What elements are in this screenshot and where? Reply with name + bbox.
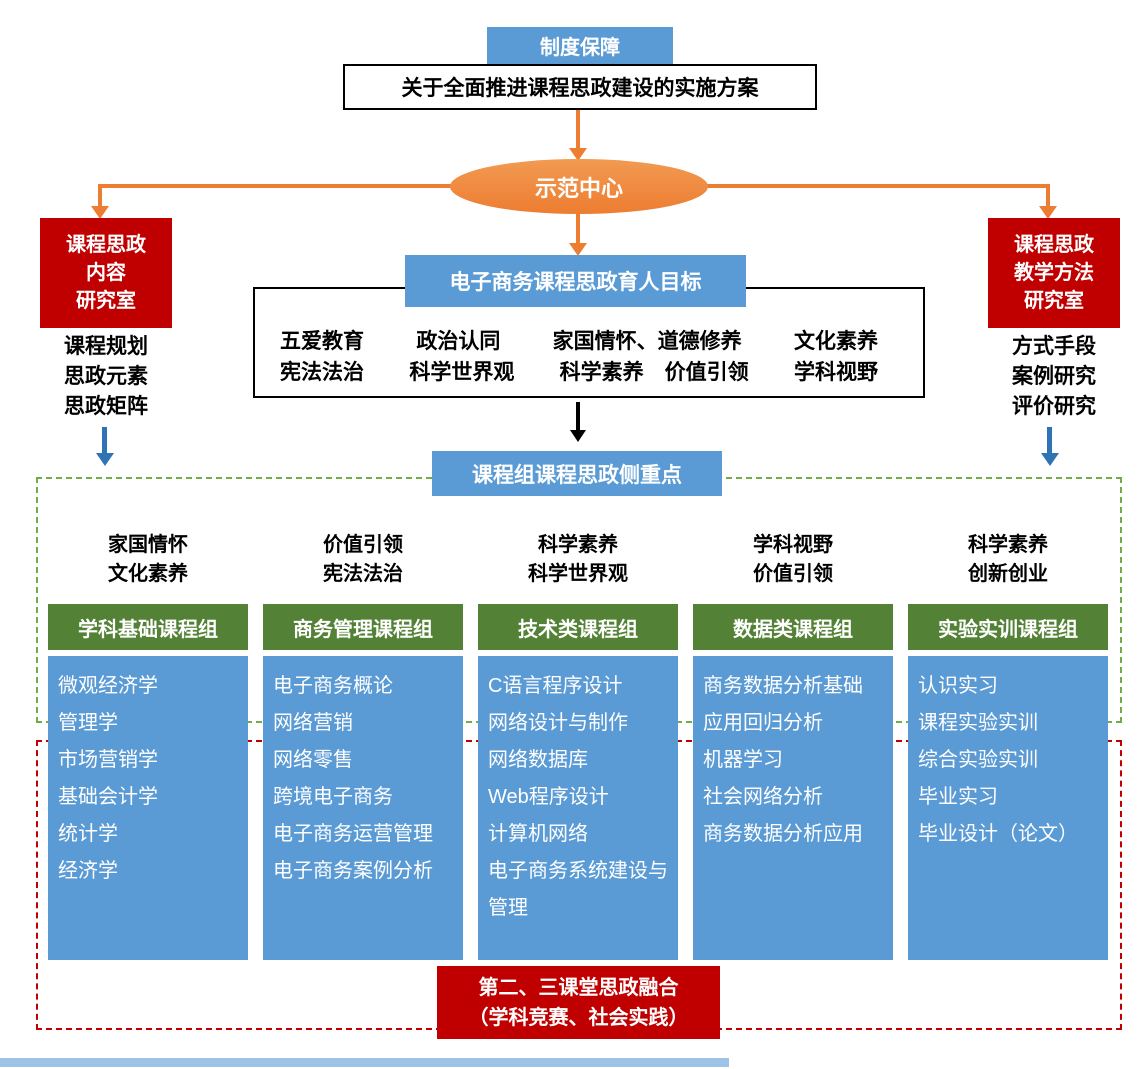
goal-item: 政治认同	[416, 330, 501, 353]
course-list: 微观经济学 管理学 市场营销学 基础会计学 统计学 经济学	[48, 656, 248, 960]
content-research-notes: 课程规划 思政元素 思政矩阵	[64, 335, 148, 418]
blue-connector-line-left	[102, 427, 107, 455]
blue-arrow-down-icon	[96, 453, 114, 466]
goal-items-text: 五爱教育 政治认同 家国情怀、道德修养 文化素养 宪法法治 科学世界观 科学素养…	[280, 326, 878, 388]
orange-arrow-down-icon	[91, 206, 109, 219]
column-focus-text: 家国情怀 文化素养	[108, 534, 188, 585]
orange-arrow-down-icon	[569, 148, 587, 161]
focus-title-box: 课程组课程思政侧重点	[432, 451, 722, 496]
goal-item: 科学世界观	[409, 361, 515, 384]
goal-title-box: 电子商务课程思政育人目标	[405, 255, 746, 307]
implementation-plan-box: 关于全面推进课程思政建设的实施方案	[343, 64, 817, 110]
course-list: 电子商务概论 网络营销 网络零售 跨境电子商务 电子商务运营管理 电子商务案例分…	[263, 656, 463, 960]
blue-connector-line-right	[1047, 427, 1052, 455]
black-connector-line	[576, 402, 580, 432]
goal-item: 科学素养 价值引领	[559, 361, 749, 384]
black-arrow-down-icon	[570, 430, 586, 442]
goal-items-row: 五爱教育 政治认同 家国情怀、道德修养 文化素养	[280, 326, 878, 357]
course-list: C语言程序设计 网络设计与制作 网络数据库 Web程序设计 计算机网络 电子商务…	[478, 656, 678, 960]
method-research-notes: 方式手段 案例研究 评价研究	[1012, 335, 1096, 418]
course-list: 认识实习 课程实验实训 综合实验实训 毕业实习 毕业设计（论文）	[908, 656, 1108, 960]
column-focus-text: 学科视野 价值引领	[753, 534, 833, 585]
course-group-column: 科学素养 科学世界观 技术类课程组 C语言程序设计 网络设计与制作 网络数据库 …	[478, 531, 678, 960]
course-group-header: 学科基础课程组	[48, 604, 248, 650]
institution-guarantee-box: 制度保障	[487, 27, 673, 64]
course-group-header: 商务管理课程组	[263, 604, 463, 650]
goal-item: 学科视野	[793, 361, 878, 384]
course-list: 商务数据分析基础 应用回归分析 机器学习 社会网络分析 商务数据分析应用	[693, 656, 893, 960]
goal-item: 文化素养	[793, 330, 878, 353]
column-focus-text: 科学素养 创新创业	[968, 534, 1048, 585]
content-research-office-box: 课程思政 内容 研究室	[40, 218, 172, 328]
course-group-column: 学科视野 价值引领 数据类课程组 商务数据分析基础 应用回归分析 机器学习 社会…	[693, 531, 893, 960]
orange-connector-line-center	[576, 212, 580, 244]
course-group-column: 家国情怀 文化素养 学科基础课程组 微观经济学 管理学 市场营销学 基础会计学 …	[48, 531, 248, 960]
goal-items-row: 宪法法治 科学世界观 科学素养 价值引领 学科视野	[280, 357, 878, 388]
course-group-column: 科学素养 创新创业 实验实训课程组 认识实习 课程实验实训 综合实验实训 毕业实…	[908, 531, 1108, 960]
course-group-header: 实验实训课程组	[908, 604, 1108, 650]
orange-arrow-down-icon	[1039, 206, 1057, 219]
goal-item: 五爱教育	[280, 330, 364, 353]
orange-arrow-down-icon	[569, 243, 587, 256]
orange-connector-line	[576, 110, 580, 150]
blue-arrow-down-icon	[1041, 453, 1059, 466]
course-group-header: 技术类课程组	[478, 604, 678, 650]
orange-connector-line-right	[1046, 186, 1050, 208]
course-group-header: 数据类课程组	[693, 604, 893, 650]
column-focus-text: 科学素养 科学世界观	[528, 534, 628, 585]
goal-item: 家国情怀、道德修养	[552, 330, 742, 353]
second-third-classroom-box: 第二、三课堂思政融合 （学科竞赛、社会实践）	[437, 966, 720, 1039]
column-focus-text: 价值引领 宪法法治	[323, 534, 403, 585]
demonstration-center-ellipse: 示范中心	[450, 159, 708, 214]
goal-item: 宪法法治	[280, 361, 364, 384]
teaching-method-research-office-box: 课程思政 教学方法 研究室	[988, 218, 1120, 328]
orange-connector-line-left	[98, 186, 102, 208]
bottom-decoration-bar	[0, 1058, 729, 1067]
course-group-column: 价值引领 宪法法治 商务管理课程组 电子商务概论 网络营销 网络零售 跨境电子商…	[263, 531, 463, 960]
